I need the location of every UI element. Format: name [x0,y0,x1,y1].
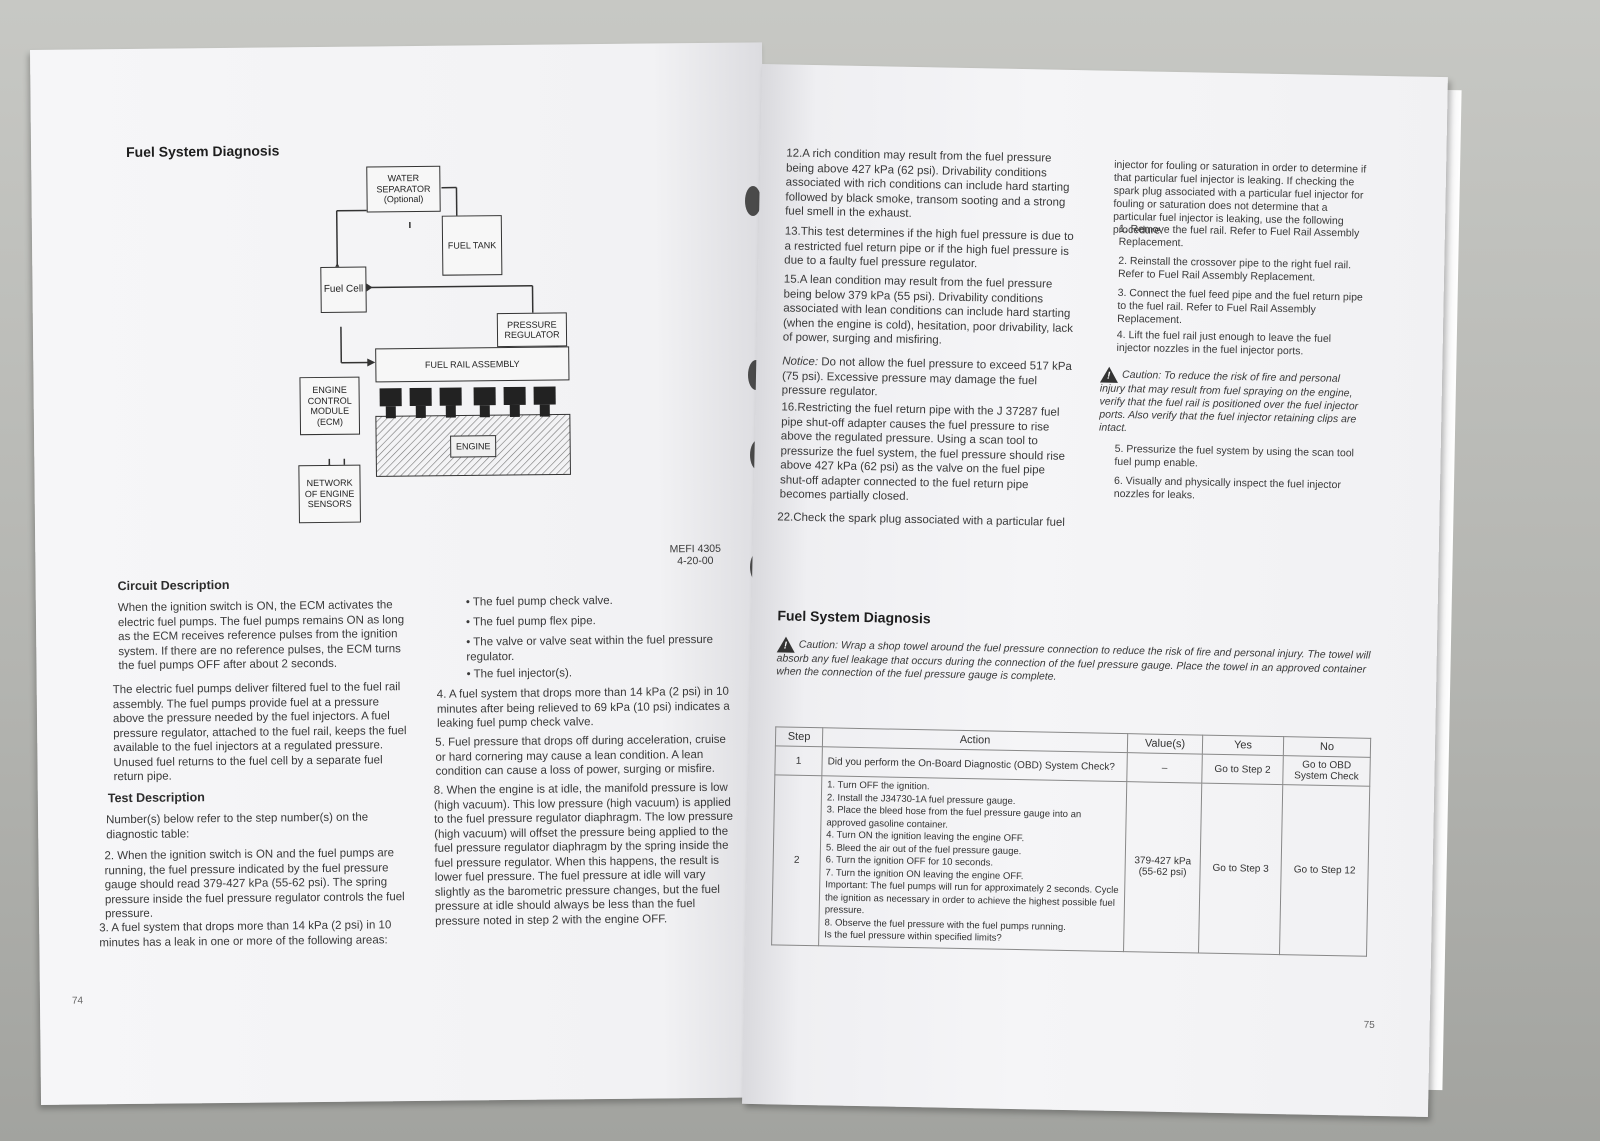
test-item-16: 16.Restricting the fuel return pipe with… [779,401,1066,503]
notice-label: Notice: [782,355,819,369]
procedure-step-6: 6. Visually and physically inspect the f… [1113,474,1341,502]
row1-yes: Go to Step 2 [1201,754,1284,785]
test-item-3: 3. A fuel system that drops more than 14… [99,919,392,949]
test-item-22: 22.Check the spark plug associated with … [777,511,1066,529]
bullet-flex-pipe-text: The fuel pump flex pipe. [472,615,596,629]
test-item-5: 5. Fuel pressure that drops off during a… [435,733,726,778]
caution-fuel-rail-text: Caution: To reduce the risk of fire and … [1098,368,1359,435]
row2-value: 379-427 kPa (55-62 psi) [1123,781,1202,953]
bullet-valve-seat-text: The valve or valve seat within the fuel … [466,633,713,663]
test-description-heading: Test Description [107,790,205,806]
pressure-regulator-box: PRESSURE REGULATOR [496,312,568,348]
bullet-check-valve-text: The fuel pump check valve. [472,594,613,609]
diagram-ref-date: 4-20-00 [677,554,714,568]
header-step: Step [775,726,823,747]
notice-body: Do not allow the fuel pressure to exceed… [781,356,1072,399]
caution-fuel-rail: Caution: To reduce the risk of fire and … [1098,366,1366,440]
bullet-injectors-text: The fuel injector(s). [473,667,573,681]
procedure-step-5: 5. Pressurize the fuel system by using t… [1114,442,1355,470]
left-page-number: 74 [71,995,84,1007]
caution-icon [776,636,796,653]
bullet-injectors: • The fuel injector(s). [466,667,573,681]
row1-step: 1 [774,745,823,776]
fuel-tank-box: FUEL TANK [441,215,503,276]
row1-value: – [1126,752,1203,784]
test-item-12: 12.A rich condition may result from the … [785,147,1070,220]
left-page-title: Fuel System Diagnosis [125,142,280,160]
fuel-system-diagram: WATER SEPARATOR (Optional) FUEL TANK Fue… [261,164,625,538]
caution-shop-towel-text: Caution: Wrap a shop towel around the fu… [776,638,1371,683]
test-item-15: 15.A lean condition may result from the … [782,273,1074,347]
fuel-rail-box: FUEL RAIL ASSEMBLY [375,346,570,383]
fuel-cell-box: Fuel Cell [320,266,367,313]
bullet-check-valve: • The fuel pump check valve. [465,594,613,609]
procedure-step-3: 3. Connect the fuel feed pipe and the fu… [1117,286,1363,327]
header-no: No [1283,736,1371,758]
diagnosis-table: Step Action Value(s) Yes No 1 Did you pe… [771,726,1371,956]
left-page: Fuel System Diagnosis [30,42,774,1105]
test-item-13: 13.This test determines if the high fuel… [784,225,1074,271]
test-description-intro: Number(s) below refer to the step number… [106,811,369,841]
binding-hole [745,186,761,216]
circuit-description-heading: Circuit Description [117,577,230,594]
header-yes: Yes [1202,735,1284,756]
procedure-step-4: 4. Lift the fuel rail just enough to lea… [1116,328,1332,358]
bullet-valve-seat: • The valve or valve seat within the fue… [466,633,713,663]
water-separator-box: WATER SEPARATOR (Optional) [366,165,441,213]
caution-shop-towel: Caution: Wrap a shop towel around the fu… [776,636,1377,690]
row2-step: 2 [771,774,822,946]
right-page: 12.A rich condition may result from the … [742,64,1448,1117]
diagnosis-table-title: Fuel System Diagnosis [777,607,931,627]
header-values: Value(s) [1127,733,1203,755]
procedure-step-2: 2. Reinstall the crossover pipe to the r… [1117,254,1352,284]
row2-action: 1. Turn OFF the ignition. 2. Install the… [818,775,1127,952]
caution-icon [1099,366,1119,383]
test-item-4: 4. A fuel system that drops more than 14… [436,685,730,730]
test-item-2: 2. When the ignition switch is ON and th… [104,847,405,921]
circuit-description-p2: The electric fuel pumps deliver filtered… [112,681,407,784]
bullet-flex-pipe: • The fuel pump flex pipe. [465,615,596,629]
right-page-number: 75 [1363,1019,1375,1031]
notice-text: Notice: Do not allow the fuel pressure t… [782,354,1075,403]
network-sensors-box: NETWORK OF ENGINE SENSORS [298,464,361,524]
row2-action-line: Important: The fuel pumps will run for a… [824,879,1119,917]
circuit-description-p1: When the ignition switch is ON, the ECM … [117,599,405,673]
procedure-step-1: 1. Remove the fuel rail. Refer to Fuel R… [1118,222,1360,250]
row1-no: Go to OBD System Check [1282,755,1371,787]
engine-label: ENGINE [450,435,497,458]
table-row: 2 1. Turn OFF the ignition. 2. Install t… [771,774,1370,956]
row2-no: Go to Step 12 [1279,784,1370,956]
ecm-box: ENGINE CONTROL MODULE (ECM) [299,376,361,436]
test-item-8: 8. When the engine is at idle, the manif… [433,781,734,928]
row2-yes: Go to Step 3 [1198,783,1283,955]
